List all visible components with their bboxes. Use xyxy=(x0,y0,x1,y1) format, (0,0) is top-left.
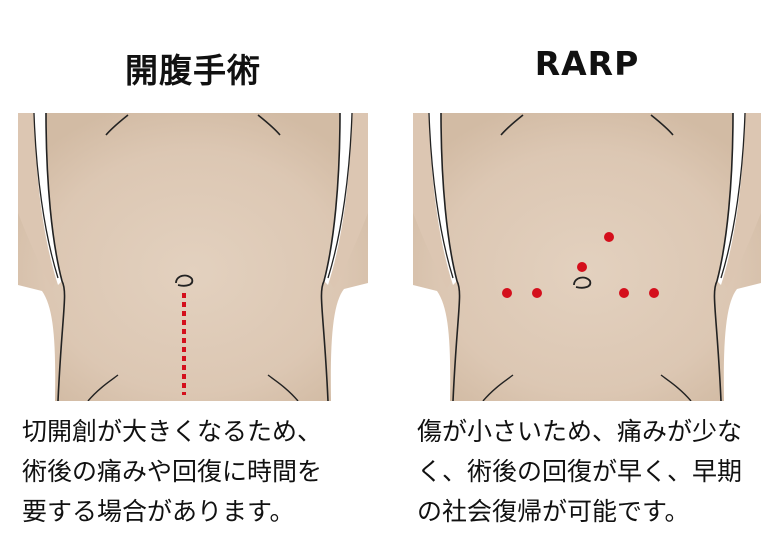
port-dot-right-outer xyxy=(649,288,659,298)
rarp-torso-illustration xyxy=(413,113,761,401)
open-surgery-caption: 切開創が大きくなるため、 術後の痛みや回復に時間を 要する場合があります。 xyxy=(22,417,323,526)
open-surgery-torso-illustration xyxy=(18,113,368,401)
rarp-title: RARP xyxy=(534,44,640,83)
navel xyxy=(175,274,194,287)
port-dot-camera xyxy=(577,262,587,272)
torso-skin xyxy=(18,113,368,401)
port-dot-upper xyxy=(604,232,614,242)
torso-skin xyxy=(413,113,761,401)
port-dot-left-outer xyxy=(502,288,512,298)
open-surgery-title: 開腹手術 xyxy=(125,51,261,90)
port-dot-left-inner xyxy=(532,288,542,298)
navel xyxy=(573,276,592,289)
rarp-caption: 傷が小さいため、痛みが少な く、術後の回復が早く、早期 の社会復帰が可能です。 xyxy=(417,417,743,526)
port-dot-right-inner xyxy=(619,288,629,298)
